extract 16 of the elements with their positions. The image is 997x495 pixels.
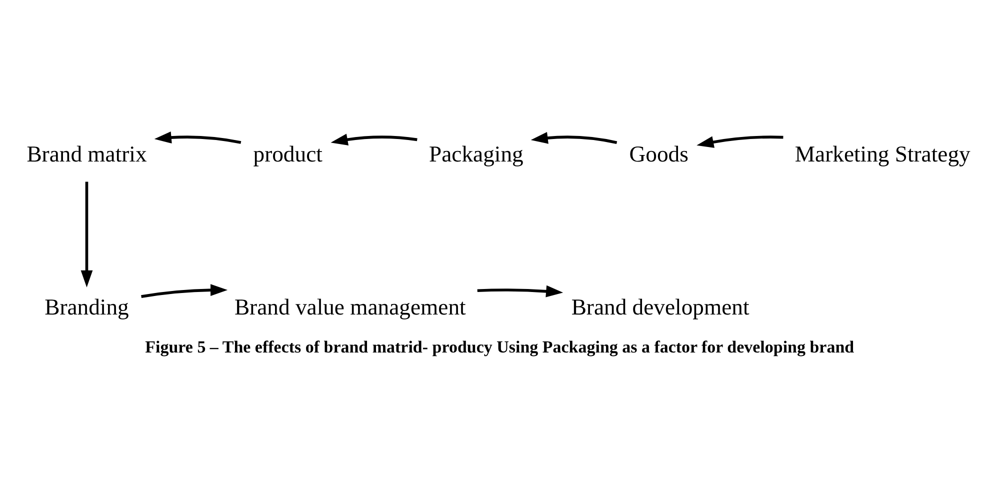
node-text: Packaging <box>429 142 524 167</box>
node-text: Marketing Strategy <box>794 142 970 167</box>
node-text: Brand matrix <box>26 142 147 167</box>
arrow <box>330 134 418 146</box>
node-text: product <box>253 142 322 167</box>
node-text: Branding <box>44 294 129 320</box>
arrow <box>141 284 228 298</box>
caption: Figure 5 – The effects of brand matrid- producy Using Packaging as a factor for developing brand <box>145 337 854 356</box>
arrow <box>696 136 784 148</box>
arrow <box>477 285 564 298</box>
arrow <box>530 132 618 144</box>
node-text: Brand value management <box>234 294 466 320</box>
arrow <box>80 182 93 288</box>
node-text: Goods <box>629 142 688 167</box>
arrow <box>154 132 242 144</box>
node-text: Brand development <box>571 294 750 320</box>
